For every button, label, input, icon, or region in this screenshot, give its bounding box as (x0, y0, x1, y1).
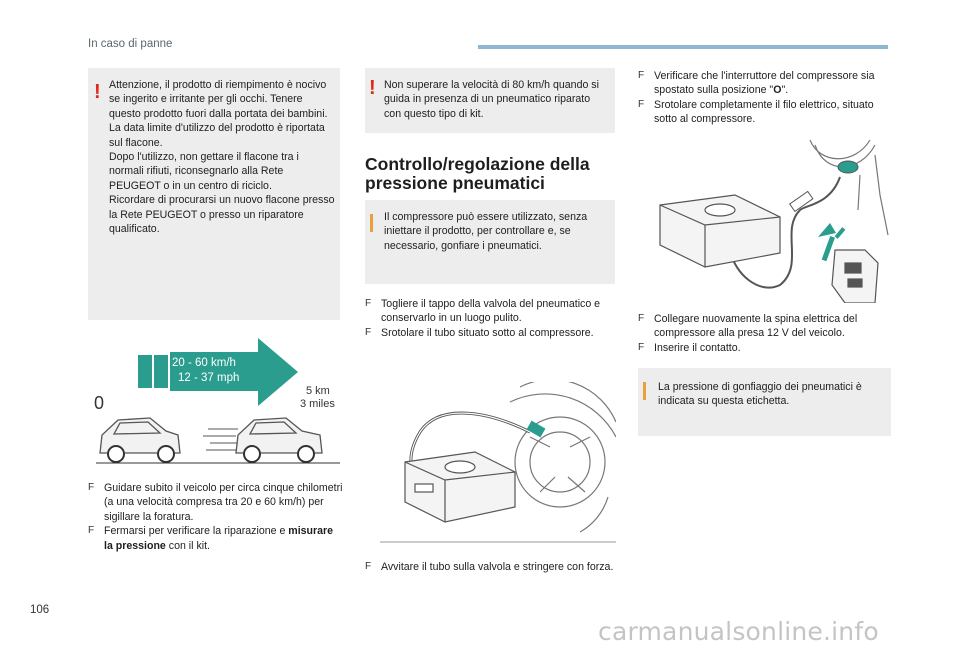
watermark-text: carmanualsonline.info (598, 617, 879, 646)
page-number: 106 (30, 604, 50, 616)
distance-km-label: 5 km (306, 385, 330, 397)
info-text-middle: Il compressore può essere utilizzato, se… (384, 211, 588, 252)
bullet-icon: F (88, 482, 95, 493)
info-box-right: La pressione di gonfiaggio dei pneumatic… (638, 368, 891, 436)
bullet-icon: F (638, 313, 645, 324)
info-text-right: La pressione di gonfiaggio dei pneumatic… (658, 381, 862, 408)
header-accent-bar (478, 45, 888, 49)
speed-distance-illustration (96, 338, 340, 464)
distance-miles-label: 3 miles (300, 398, 335, 410)
bullet-icon: F (638, 341, 645, 353)
warning-icon: ! (369, 77, 376, 99)
chapter-title: In caso di panne (88, 38, 173, 50)
warning-icon: ! (94, 81, 101, 103)
bullet-icon: F (638, 98, 645, 110)
bullet-icon: F (88, 525, 95, 537)
compressor-tire-illustration (380, 382, 616, 543)
warning-box-middle: ! Non superare la velocità di 80 km/h qu… (365, 68, 615, 133)
info-box-middle: Il compressore può essere utilizzato, se… (365, 200, 615, 284)
info-icon (370, 214, 373, 232)
start-label: 0 (94, 393, 105, 413)
bullet-icon: F (365, 326, 372, 338)
warning-text-middle: Non superare la velocità di 80 km/h quan… (384, 79, 599, 120)
speed-kmh-label: 20 - 60 km/h (172, 357, 236, 369)
info-icon (643, 382, 646, 400)
warning-text-left: Attenzione, il prodotto di riempimento è… (109, 79, 335, 236)
section-title: Controllo/regolazione della pressione pn… (365, 154, 590, 193)
speed-mph-label: 12 - 37 mph (178, 372, 240, 384)
warning-box-left: ! Attenzione, il prodotto di riempimento… (88, 68, 340, 320)
bullet-icon: F (365, 561, 372, 572)
bullet-icon: F (638, 70, 645, 81)
bullet-icon: F (365, 298, 372, 309)
compressor-socket-illustration (659, 139, 889, 303)
